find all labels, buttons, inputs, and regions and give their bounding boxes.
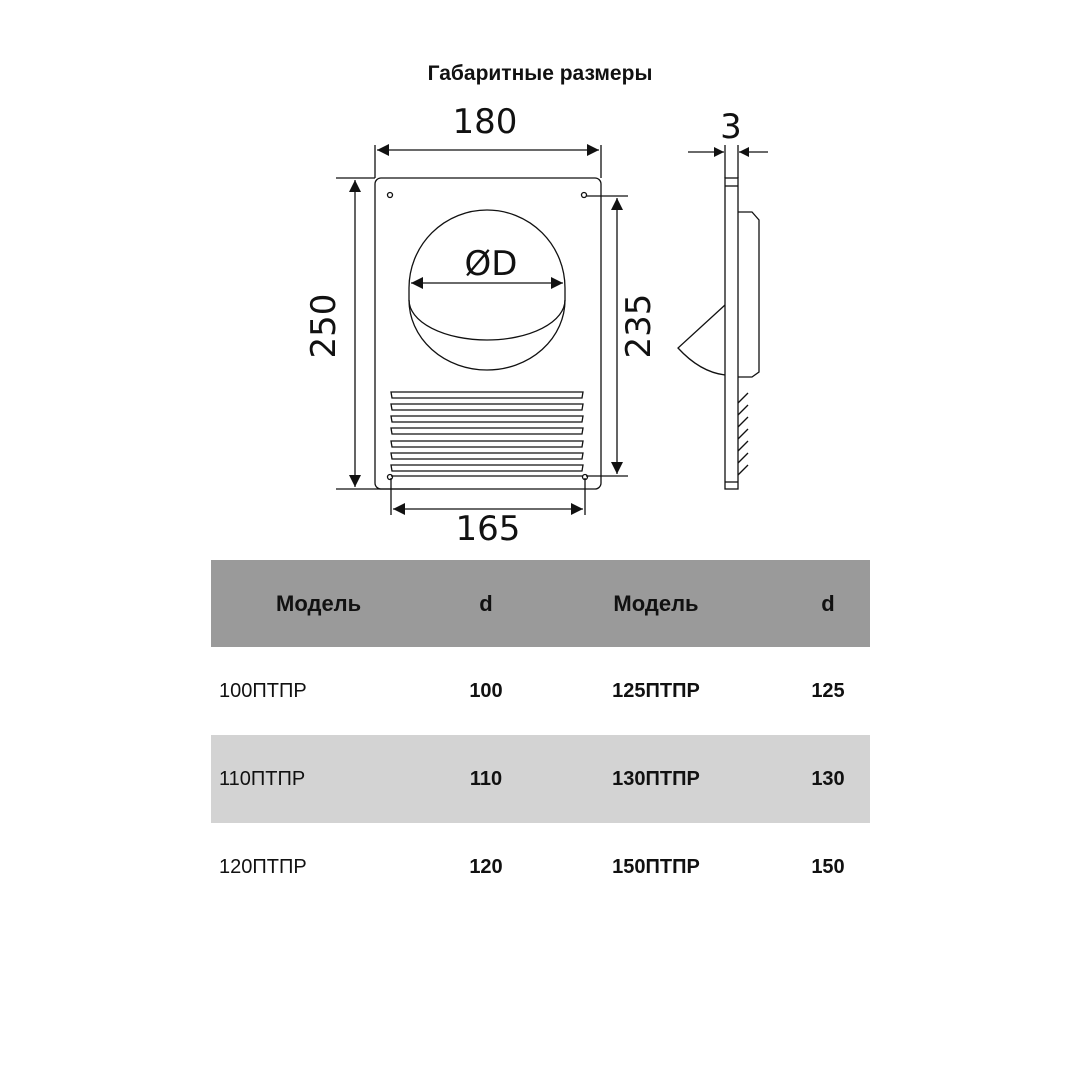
page-title: Габаритные размеры bbox=[427, 62, 653, 85]
table-row: 100ПТПР 100 125ПТПР 125 bbox=[211, 647, 870, 735]
cell-d: 125 bbox=[811, 679, 845, 702]
dim-diameter: ØD bbox=[465, 244, 518, 284]
header-d: d bbox=[821, 590, 835, 616]
header-d: d bbox=[479, 590, 493, 616]
table-row: 110ПТПР 110 130ПТПР 130 bbox=[211, 735, 870, 823]
dim-width: 180 bbox=[453, 102, 518, 142]
mount-hole bbox=[580, 191, 588, 199]
side-louvers bbox=[737, 392, 749, 476]
cell-model: 100ПТПР bbox=[219, 679, 307, 702]
duct-spigot bbox=[408, 209, 566, 371]
side-plate bbox=[724, 177, 739, 490]
header-model: Модель bbox=[276, 590, 362, 616]
table-row: 120ПТПР 120 150ПТПР 150 bbox=[211, 823, 870, 911]
dim-thickness: 3 bbox=[720, 107, 742, 147]
side-hood bbox=[677, 304, 726, 376]
cell-d: 130 bbox=[811, 767, 845, 790]
models-table: Модель d Модель d 100ПТПР 100 125ПТПР 12… bbox=[211, 560, 870, 911]
header-model: Модель bbox=[613, 590, 699, 616]
dim-hole-vertical: 235 bbox=[619, 294, 659, 359]
front-plate bbox=[374, 177, 602, 490]
mount-hole bbox=[386, 473, 394, 481]
cell-model: 120ПТПР bbox=[219, 855, 307, 878]
table-header: Модель d Модель d bbox=[211, 560, 870, 647]
cell-d: 150 bbox=[811, 855, 845, 878]
dim-hole-horizontal: 165 bbox=[456, 509, 521, 549]
side-spigot bbox=[738, 211, 760, 378]
cell-d: 110 bbox=[469, 767, 503, 790]
cell-model: 110ПТПР bbox=[219, 767, 306, 790]
dim-height: 250 bbox=[304, 294, 344, 359]
side-view bbox=[677, 145, 768, 490]
cell-model: 150ПТПР bbox=[612, 855, 700, 878]
cell-model: 125ПТПР bbox=[612, 679, 700, 702]
mount-hole bbox=[386, 191, 394, 199]
cell-model: 130ПТПР bbox=[612, 767, 700, 790]
front-view bbox=[336, 144, 628, 515]
cell-d: 100 bbox=[469, 679, 503, 702]
louver-grille bbox=[390, 391, 584, 477]
cell-d: 120 bbox=[469, 855, 503, 878]
dimension-drawing: 180 250 235 165 ØD 3 bbox=[304, 102, 768, 549]
